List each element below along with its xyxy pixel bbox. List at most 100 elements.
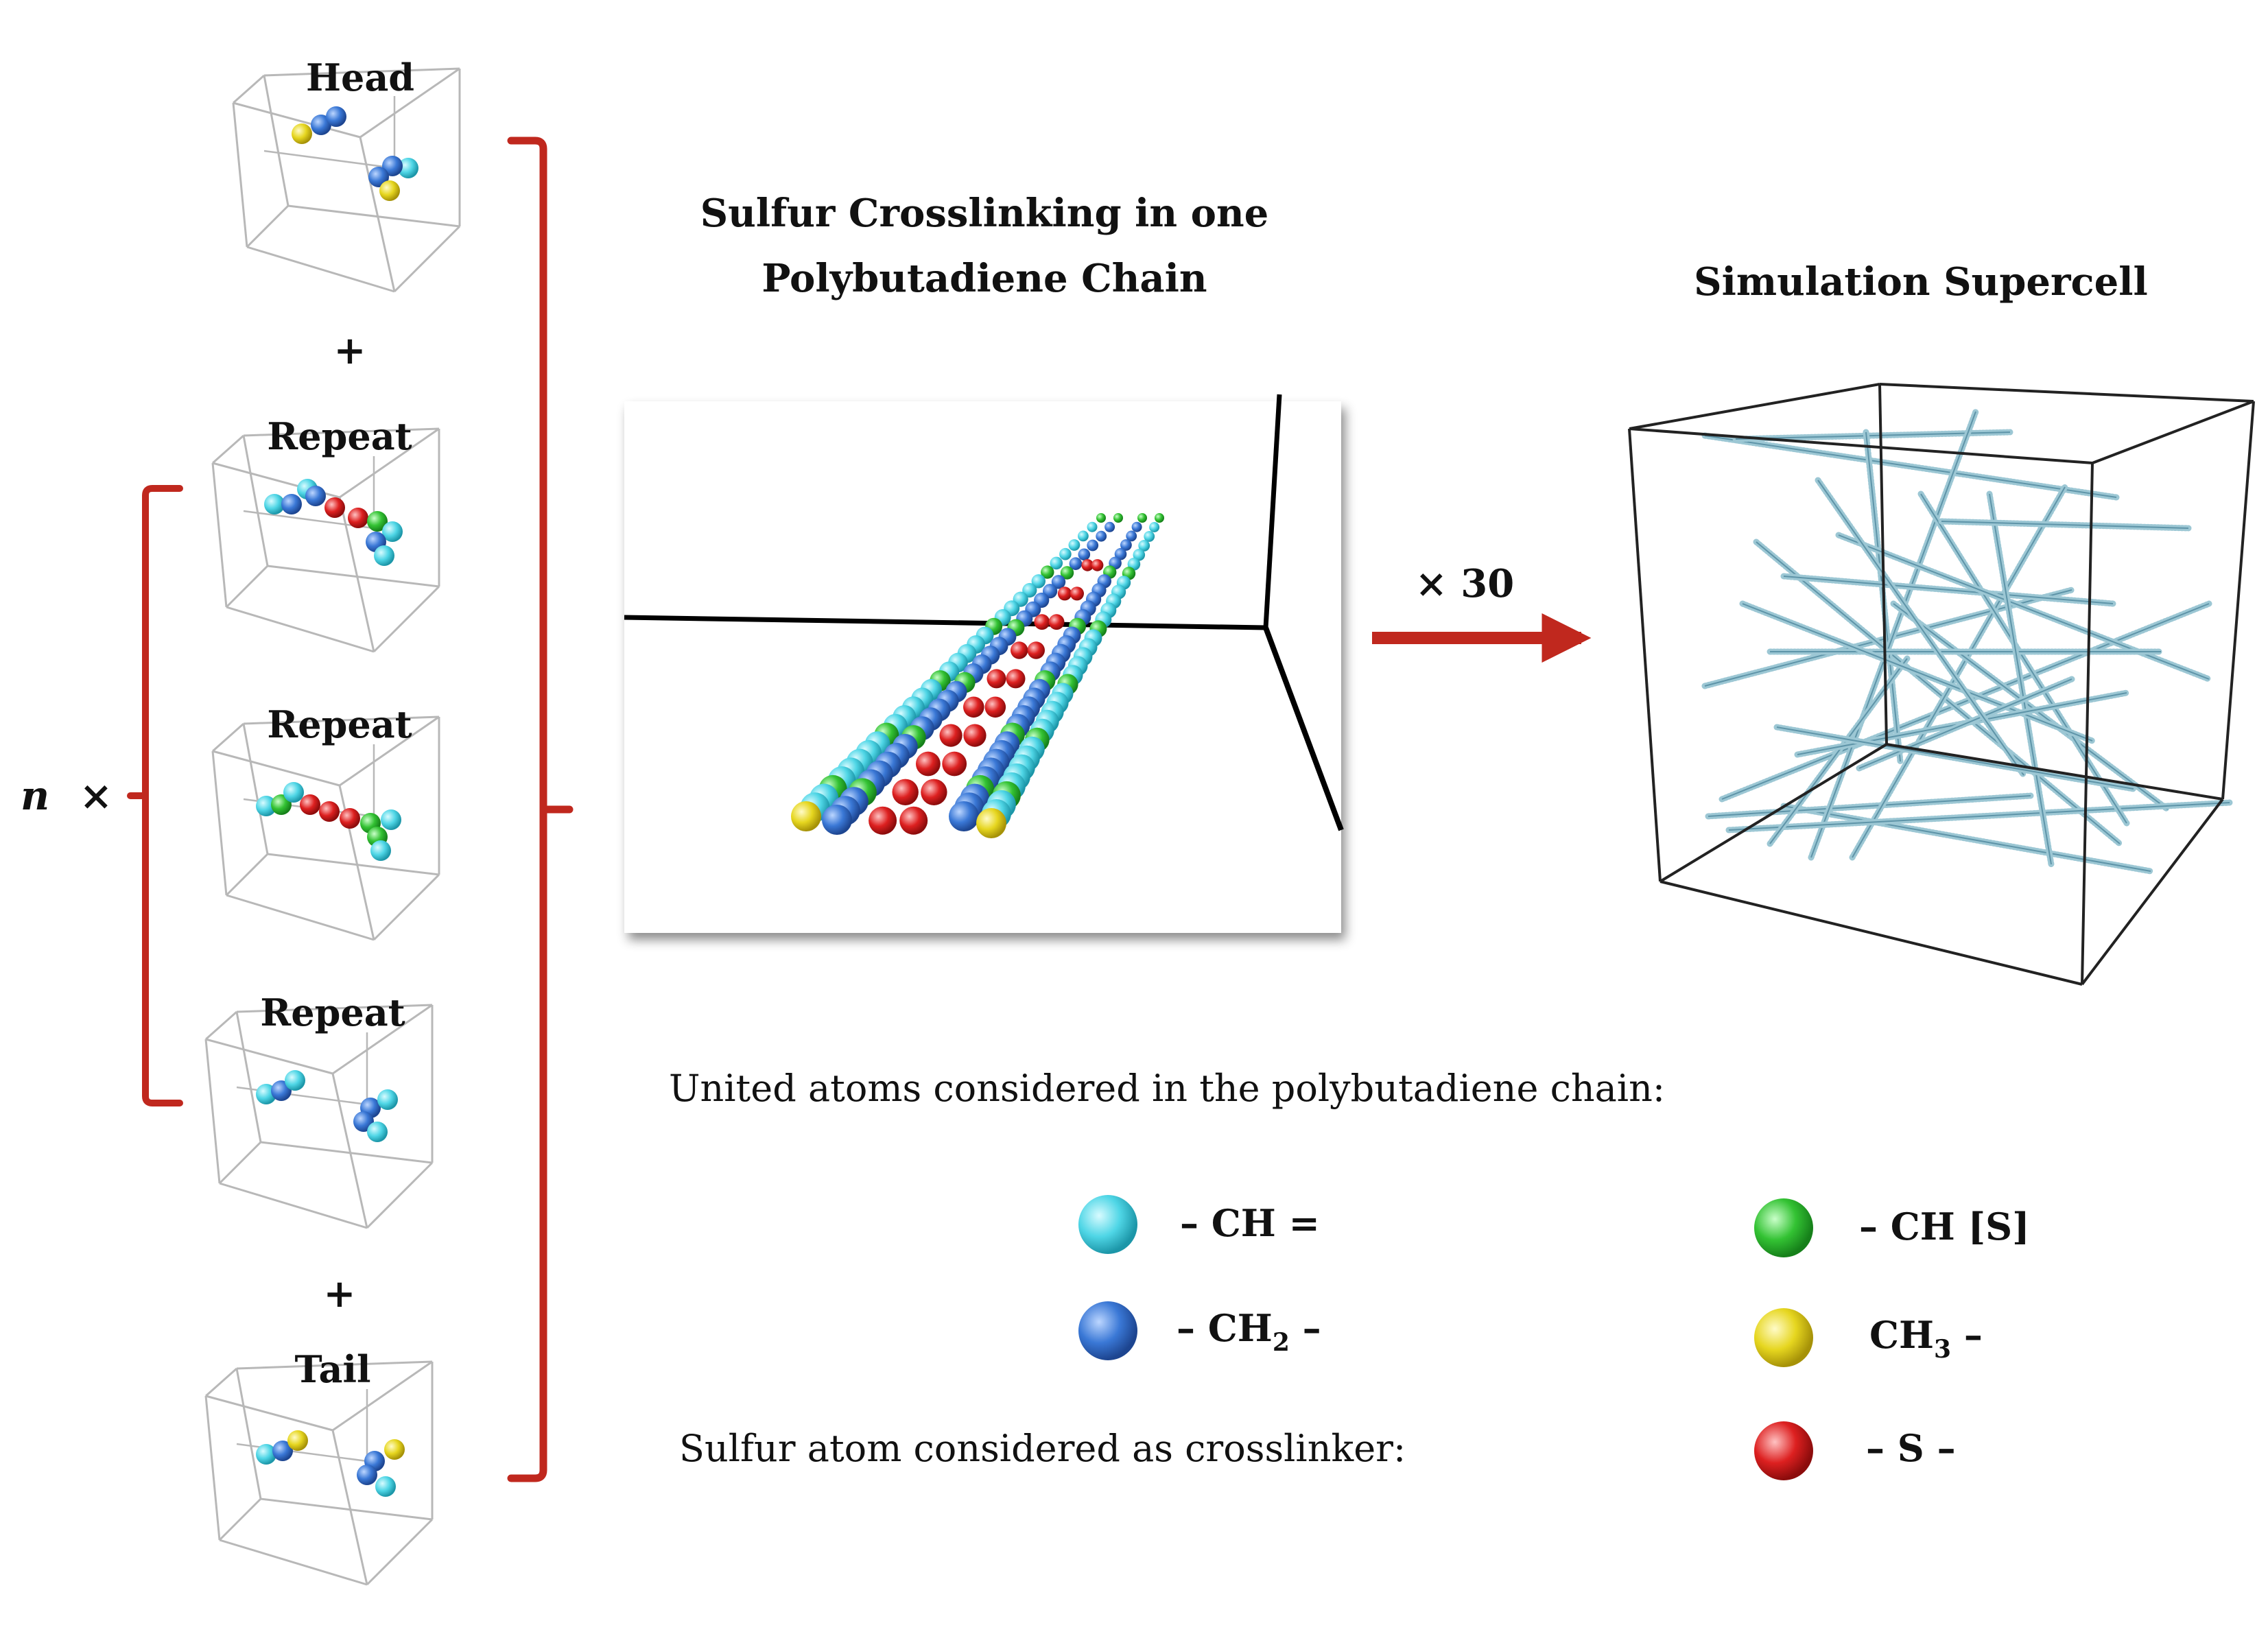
polymer-strand-core bbox=[1721, 603, 2210, 800]
cube-edge bbox=[225, 565, 269, 608]
chain-bead bbox=[1069, 557, 1083, 570]
cube-atom bbox=[377, 1089, 398, 1110]
crosslink-sulfur bbox=[942, 751, 967, 777]
cube-atom bbox=[311, 115, 331, 135]
supercell bbox=[1628, 383, 2255, 986]
chain-bead bbox=[1114, 547, 1127, 560]
cube-atom bbox=[281, 494, 302, 514]
cube-edge bbox=[332, 1004, 433, 1075]
cube-atom bbox=[375, 1476, 396, 1497]
cube-edge bbox=[359, 137, 396, 292]
polymer-strand-core bbox=[1989, 493, 2052, 865]
cube-edge bbox=[235, 1011, 262, 1143]
cube-edge bbox=[260, 1141, 433, 1164]
cube-atom bbox=[379, 180, 400, 201]
cube-edge bbox=[243, 427, 440, 437]
chain-render bbox=[624, 394, 1344, 838]
cube-edge bbox=[339, 715, 440, 787]
supercell-edge bbox=[1879, 383, 2254, 403]
cube-atom bbox=[287, 1430, 308, 1451]
cube-edge bbox=[287, 204, 460, 228]
crosslink-sulfur bbox=[1034, 614, 1050, 630]
cube-edge bbox=[211, 750, 228, 896]
polymer-strand-core bbox=[1728, 802, 2230, 831]
legend-item-ch3: CH3 – bbox=[1754, 1308, 1983, 1367]
chain-bead bbox=[1144, 531, 1155, 542]
legend-text: CH bbox=[1869, 1313, 1934, 1357]
cube-edge bbox=[260, 1497, 433, 1521]
cube-edge bbox=[233, 74, 265, 104]
cube-edge bbox=[212, 722, 244, 753]
cube-atom bbox=[382, 156, 403, 176]
chain-bead bbox=[1096, 513, 1106, 523]
legend-item-ch2: – CH2 – bbox=[1078, 1301, 1321, 1360]
plus-sign-bottom: + bbox=[324, 1271, 356, 1316]
multiplier-n: n × bbox=[21, 772, 113, 819]
cube-atom bbox=[370, 840, 391, 861]
cube-atom bbox=[367, 511, 388, 532]
cube-edge bbox=[218, 1141, 262, 1185]
chain-bead bbox=[1131, 521, 1142, 532]
supercell-edge bbox=[1628, 428, 1662, 882]
cube-edge bbox=[331, 1430, 368, 1585]
chain-bead bbox=[1149, 522, 1160, 532]
chain-panel bbox=[624, 394, 1344, 933]
legend-text: – CH [S] bbox=[1859, 1205, 2030, 1248]
cube-atom bbox=[384, 1439, 405, 1460]
cube-atom bbox=[283, 782, 304, 803]
legend-suffix: – bbox=[1951, 1313, 1983, 1357]
cube-edge bbox=[373, 873, 440, 941]
cube-atom bbox=[324, 497, 345, 518]
crosslink-sulfur bbox=[921, 779, 947, 806]
legend-label-ch2: – CH2 – bbox=[1177, 1306, 1321, 1357]
polymer-strand-core bbox=[1852, 486, 2066, 858]
crosslink-sulfur bbox=[916, 751, 941, 777]
supercell-edge bbox=[1886, 743, 2223, 801]
legend-united-atoms-title: United atoms considered in the polybutad… bbox=[669, 1067, 1665, 1110]
chain-bead bbox=[1031, 574, 1046, 589]
crosslink-sulfur bbox=[1048, 614, 1065, 630]
panel-axis-diagonal bbox=[1263, 626, 1344, 831]
supercell-edge bbox=[2221, 401, 2255, 800]
chain-title-line2: Polybutadiene Chain bbox=[761, 256, 1207, 301]
cube-edge bbox=[205, 1010, 237, 1041]
cube-edge bbox=[205, 1395, 333, 1432]
cube-edge bbox=[226, 606, 375, 653]
cube-atom bbox=[292, 123, 312, 144]
cube-edge bbox=[242, 435, 269, 567]
cube-edge bbox=[226, 894, 375, 941]
cube-edge bbox=[218, 1497, 262, 1541]
cube-edge bbox=[359, 67, 460, 139]
polymer-strand-core bbox=[1742, 603, 2093, 742]
legend-text: – CH = bbox=[1180, 1201, 1320, 1245]
plus-sign-top: + bbox=[334, 328, 366, 373]
cube-atom bbox=[256, 1444, 276, 1465]
cube-atom bbox=[305, 486, 326, 506]
crosslink-sulfur bbox=[984, 696, 1006, 718]
cube-edge bbox=[366, 1161, 434, 1229]
legend-subscript: 3 bbox=[1934, 1335, 1951, 1364]
cube-edge bbox=[338, 497, 375, 652]
cube-edge bbox=[205, 1038, 333, 1075]
legend-label-ch-s: – CH [S] bbox=[1859, 1205, 2030, 1248]
crosslink-sulfur bbox=[1006, 669, 1026, 689]
legend-label-s: – S – bbox=[1866, 1426, 1956, 1470]
chain-bead bbox=[1126, 530, 1137, 542]
unit-label-3: Repeat bbox=[260, 991, 405, 1034]
crosslink-sulfur bbox=[1081, 559, 1094, 571]
supercell-title: Simulation Supercell bbox=[1694, 259, 2148, 305]
chain-bead bbox=[1155, 513, 1164, 523]
supercell-edge bbox=[1629, 427, 2093, 464]
supercell-edge bbox=[1659, 880, 2083, 986]
chain-bead bbox=[1051, 575, 1066, 589]
chain-title-line1: Sulfur Crosslinking in one bbox=[700, 191, 1269, 236]
supercell-edge bbox=[1878, 383, 1888, 745]
supercell-edge bbox=[2081, 462, 2094, 985]
cube-atom bbox=[374, 545, 394, 566]
cube-edge bbox=[205, 1367, 237, 1397]
cube-edge bbox=[246, 204, 290, 248]
unit-label-4: Tail bbox=[294, 1347, 370, 1391]
cube-edge bbox=[332, 1360, 433, 1432]
